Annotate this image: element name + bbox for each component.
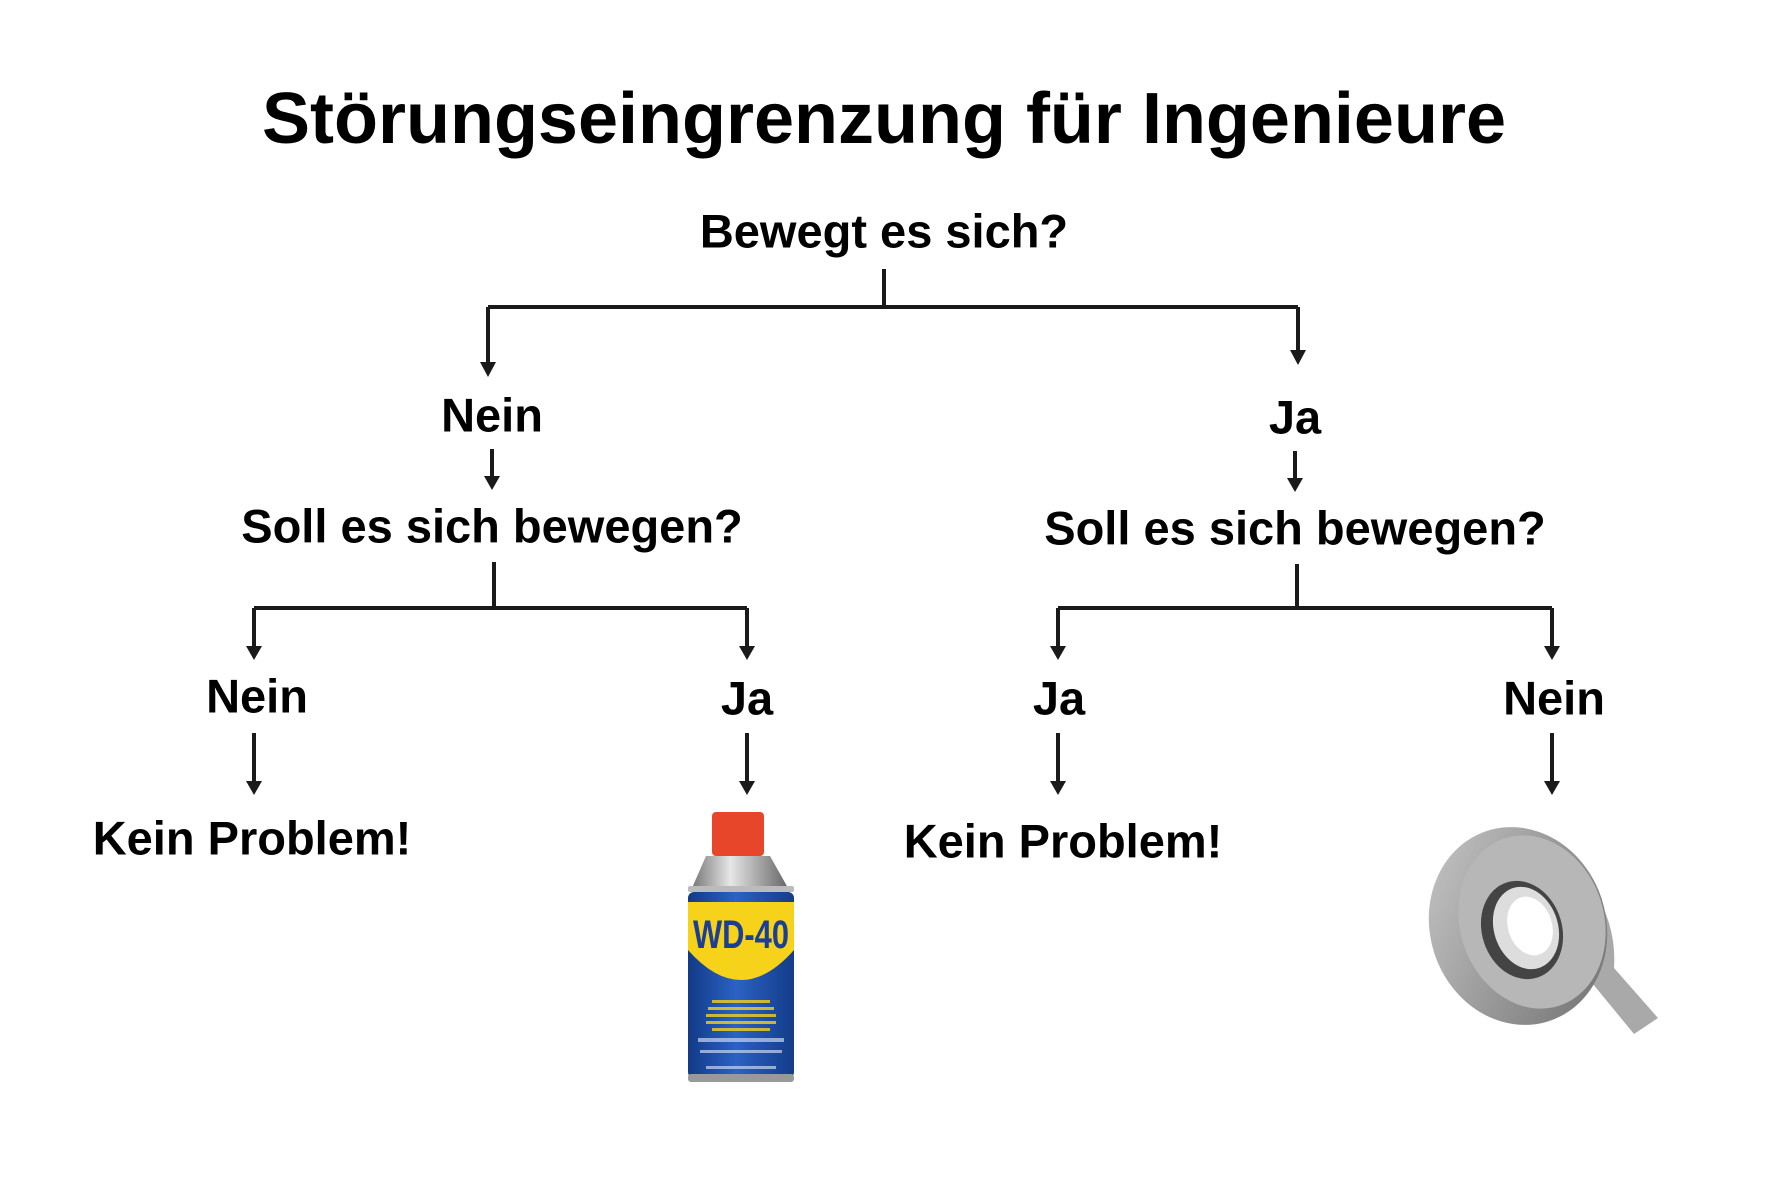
left-b-answer: Ja	[720, 671, 774, 725]
duct-tape-icon	[1428, 827, 1658, 1034]
right-answer: Ja	[1268, 390, 1322, 444]
right-a-answer: Ja	[1032, 671, 1086, 725]
page-title: Störungseingrenzung für Ingenieure	[261, 79, 1507, 159]
left-result-no-problem: Kein Problem!	[92, 811, 412, 865]
wd40-can-icon: WD-40	[688, 812, 794, 1082]
left-answer: Nein	[441, 388, 543, 442]
root-question: Bewegt es sich?	[699, 204, 1069, 258]
right-b-answer: Nein	[1503, 671, 1605, 725]
right-result-no-problem: Kein Problem!	[903, 814, 1223, 868]
right-question: Soll es sich bewegen?	[1044, 501, 1546, 555]
wd40-logo-text: WD-40	[693, 913, 789, 957]
left-a-answer: Nein	[206, 669, 308, 723]
left-question: Soll es sich bewegen?	[241, 499, 743, 553]
